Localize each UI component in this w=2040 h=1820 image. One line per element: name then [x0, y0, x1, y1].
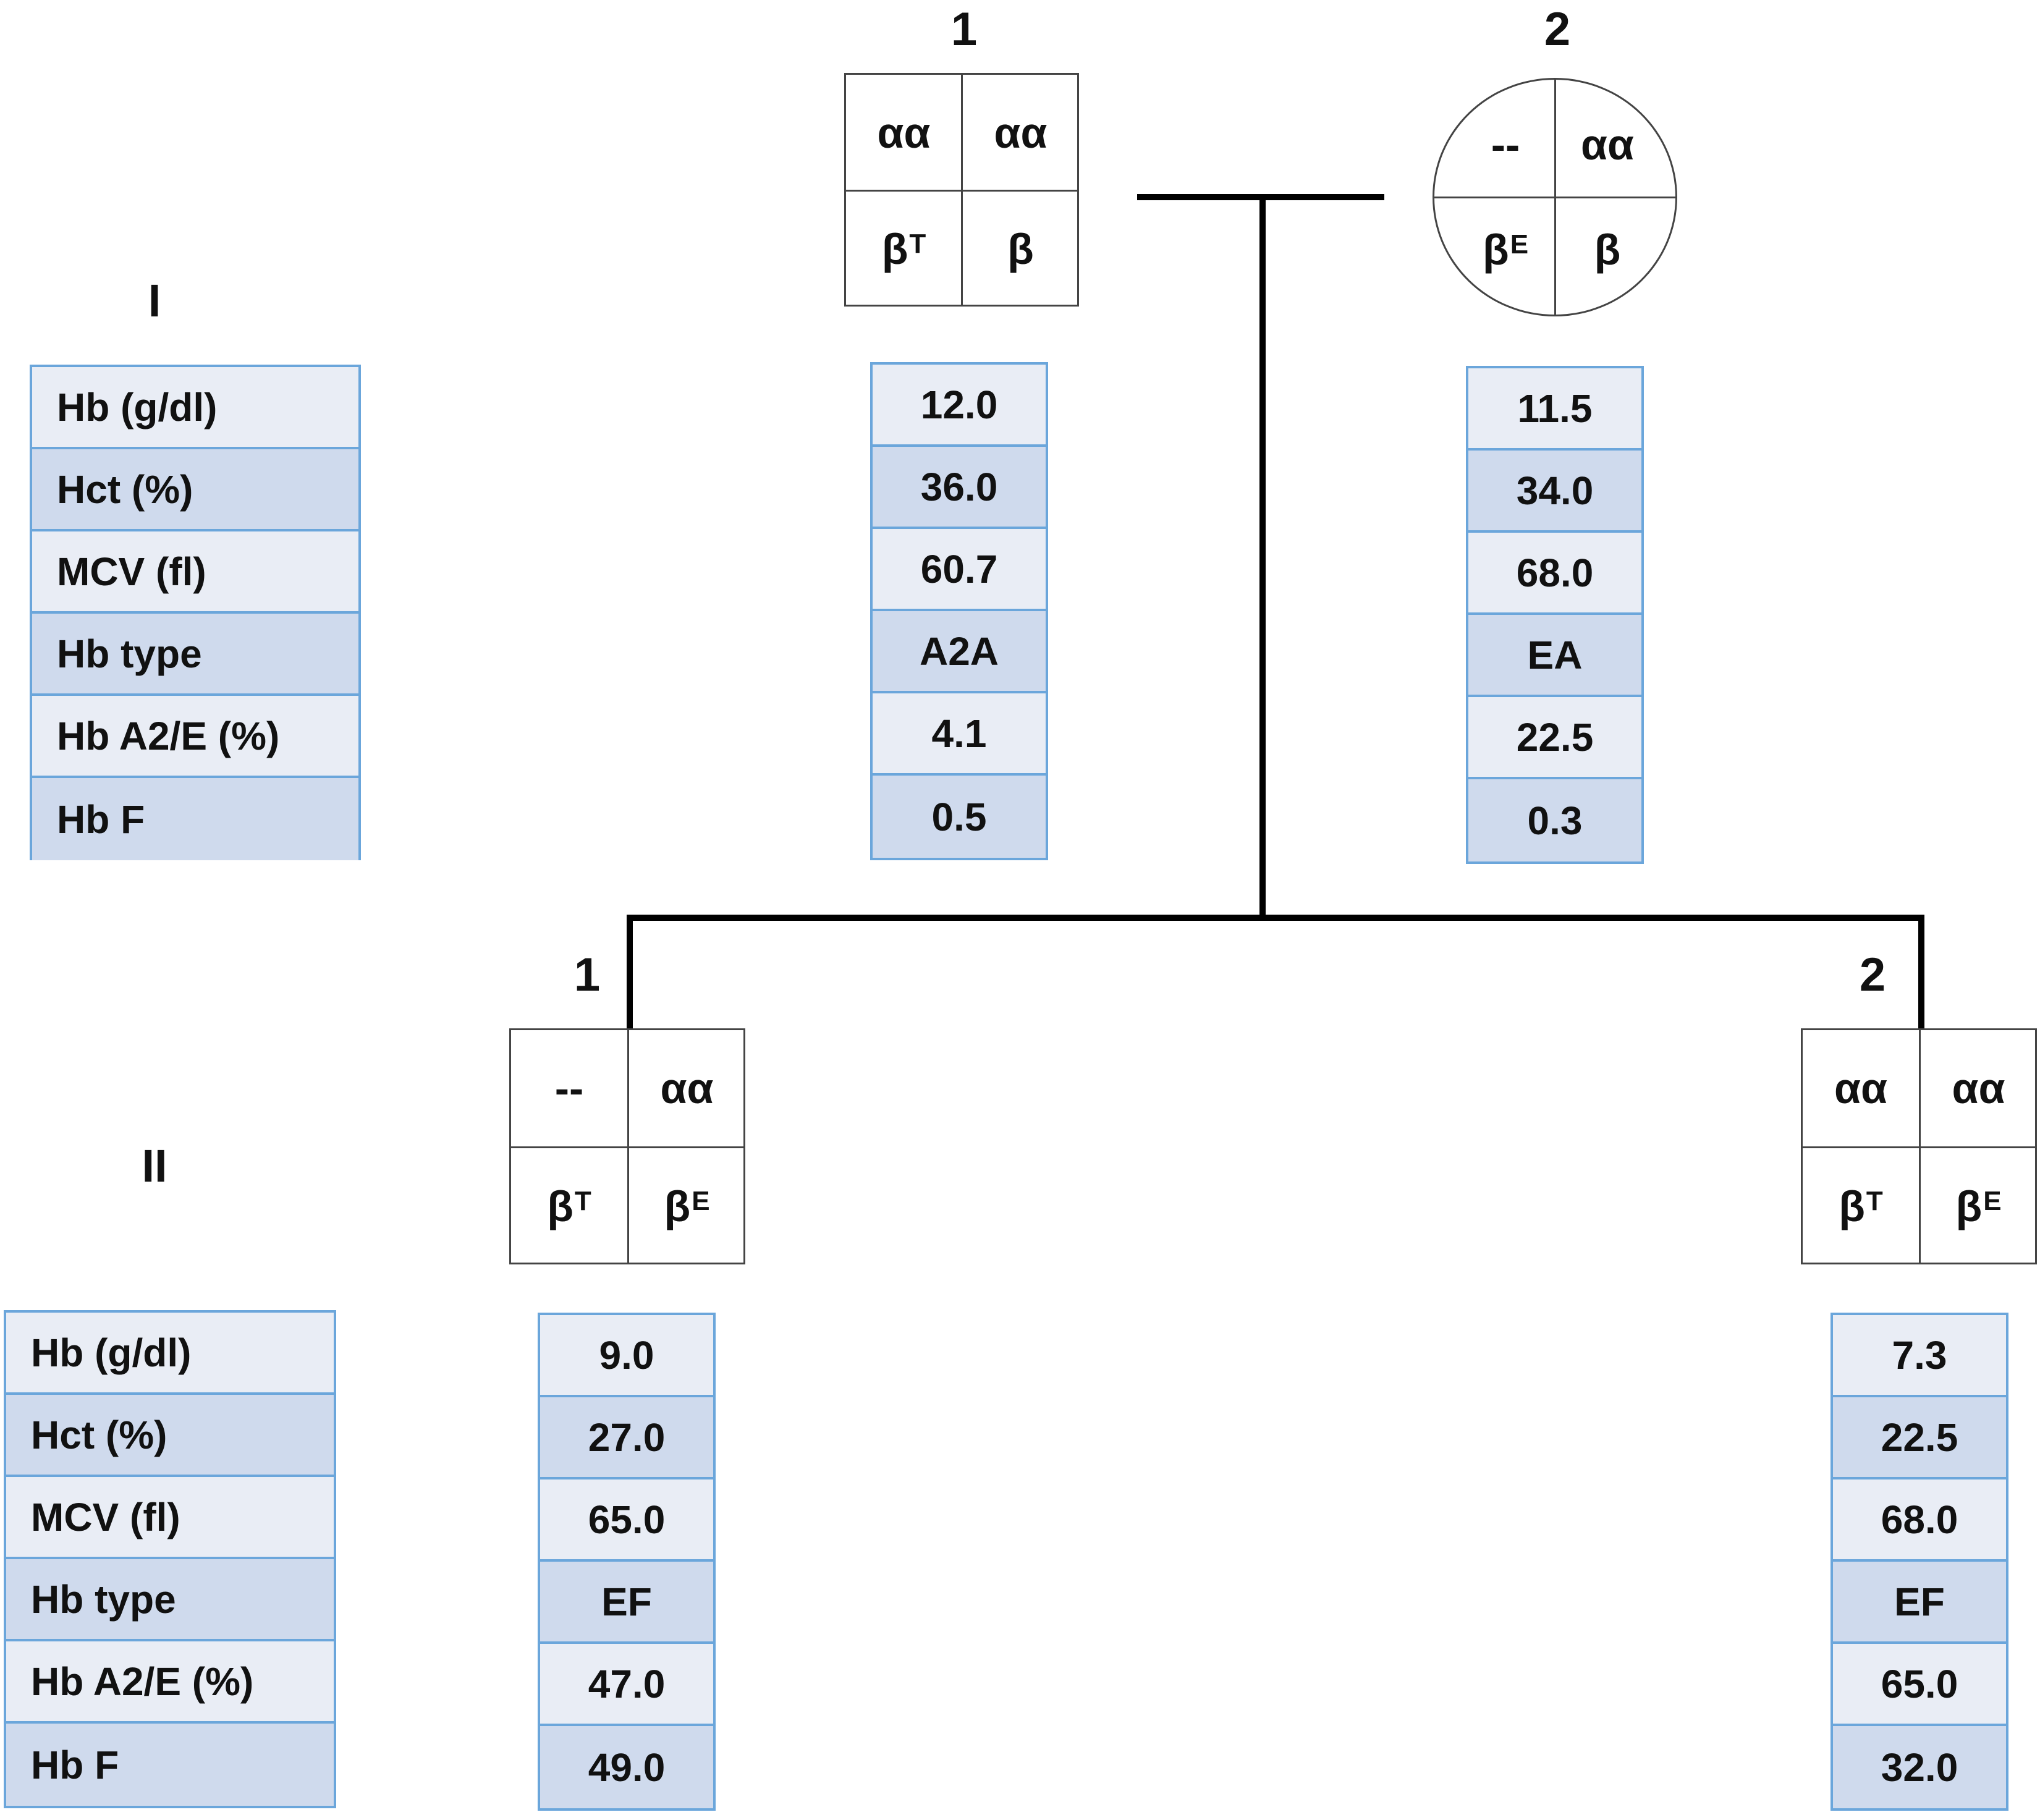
table-row: 4.1: [873, 693, 1046, 776]
table-row: Hb A2/E (%): [32, 696, 358, 778]
table-row: Hct (%): [6, 1395, 334, 1477]
individual-number-II2: 2: [1859, 949, 1886, 1001]
descent-line: [1259, 194, 1266, 921]
genotype-alpha-right: αα: [1580, 121, 1635, 169]
table-row: Hct (%): [32, 449, 358, 531]
table-row: 34.0: [1468, 451, 1641, 533]
genotype-alpha-left: αα: [1834, 1064, 1888, 1112]
individual-number-II1: 1: [573, 949, 601, 1001]
table-row: 32.0: [1833, 1726, 2006, 1808]
genotype-alpha-left: --: [554, 1064, 584, 1112]
table-row: 27.0: [540, 1397, 713, 1479]
table-row: 11.5: [1468, 368, 1641, 451]
generation-label-I: I: [148, 275, 161, 326]
table-row: EA: [1468, 615, 1641, 697]
table-row: 36.0: [873, 447, 1046, 529]
table-row: Hb F: [32, 778, 358, 860]
table-row: Hb type: [6, 1559, 334, 1641]
value-table-I2: 11.5 34.0 68.0 EA 22.5 0.3: [1466, 366, 1644, 864]
label-table-II: Hb (g/dl) Hct (%) MCV (fl) Hb type Hb A2…: [4, 1310, 336, 1808]
genotype-alpha-left: αα: [877, 108, 931, 157]
child-line-II2: [1918, 915, 1924, 1031]
individual-number-I1: 1: [950, 3, 978, 56]
table-row: EF: [1833, 1562, 2006, 1644]
table-row: 7.3: [1833, 1315, 2006, 1397]
table-row: 49.0: [540, 1726, 713, 1808]
table-row: 22.5: [1468, 697, 1641, 779]
table-row: A2A: [873, 611, 1046, 693]
table-row: Hb (g/dl): [6, 1313, 334, 1395]
value-table-II2: 7.3 22.5 68.0 EF 65.0 32.0: [1830, 1313, 2008, 1811]
genotype-alpha-left: --: [1491, 121, 1520, 169]
generation-label-II: II: [142, 1140, 167, 1191]
table-row: 68.0: [1833, 1479, 2006, 1562]
table-row: MCV (fl): [6, 1477, 334, 1559]
child-line-II1: [627, 915, 633, 1031]
table-row: 0.3: [1468, 779, 1641, 861]
genotype-beta-right: β: [1007, 224, 1034, 273]
table-row: 60.7: [873, 529, 1046, 611]
value-table-II1: 9.0 27.0 65.0 EF 47.0 49.0: [538, 1313, 716, 1811]
table-row: 68.0: [1468, 533, 1641, 615]
sibship-line: [627, 915, 1924, 921]
table-row: Hb type: [32, 614, 358, 696]
genotype-beta-right: β: [1594, 226, 1621, 274]
table-row: Hb A2/E (%): [6, 1641, 334, 1724]
table-row: 47.0: [540, 1644, 713, 1726]
individual-number-I2: 2: [1544, 3, 1571, 56]
table-row: 9.0: [540, 1315, 713, 1397]
label-table-I: Hb (g/dl) Hct (%) MCV (fl) Hb type Hb A2…: [30, 365, 361, 860]
table-row: MCV (fl): [32, 531, 358, 614]
table-row: 0.5: [873, 776, 1046, 858]
genotype-alpha-right: αα: [660, 1064, 714, 1112]
value-table-I1: 12.0 36.0 60.7 A2A 4.1 0.5: [870, 362, 1048, 860]
table-row: 65.0: [540, 1479, 713, 1562]
genotype-alpha-right: αα: [994, 108, 1048, 157]
table-row: 12.0: [873, 365, 1046, 447]
table-row: EF: [540, 1562, 713, 1644]
table-row: 65.0: [1833, 1644, 2006, 1726]
table-row: Hb (g/dl): [32, 367, 358, 449]
table-row: 22.5: [1833, 1397, 2006, 1479]
table-row: Hb F: [6, 1724, 334, 1806]
genotype-alpha-right: αα: [1952, 1064, 2005, 1112]
